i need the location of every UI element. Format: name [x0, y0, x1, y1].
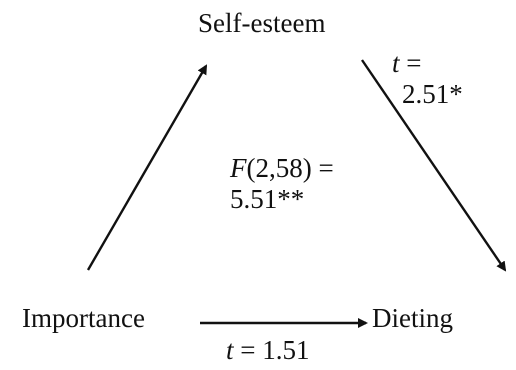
- stat-overall: F(2,58) = 5.51**: [230, 153, 334, 215]
- stat-self-esteem-to-dieting: t = 2.51*: [392, 48, 463, 110]
- stat-top-line1: t =: [392, 48, 463, 79]
- stat-bottom-rest: = 1.51: [233, 335, 310, 365]
- stat-center-value: 5.51**: [230, 184, 305, 215]
- arrow-importance-to-self-esteem: [86, 64, 208, 271]
- arrow-self-esteem-to-dieting: [361, 59, 507, 272]
- stat-bottom-symbol: t: [226, 335, 234, 365]
- stat-center-line1: F(2,58) =: [230, 153, 334, 184]
- node-self-esteem: Self-esteem: [198, 8, 326, 38]
- node-dieting: Dieting: [372, 303, 453, 333]
- stat-center-args: (2,58) =: [246, 153, 334, 183]
- stat-importance-to-dieting: t = 1.51: [226, 335, 310, 366]
- stat-center-symbol: F: [230, 153, 247, 183]
- node-importance: Importance: [22, 303, 145, 333]
- stat-top-symbol: t: [392, 48, 400, 78]
- stat-top-value: 2.51*: [402, 79, 463, 110]
- stat-top-eq: =: [399, 48, 422, 78]
